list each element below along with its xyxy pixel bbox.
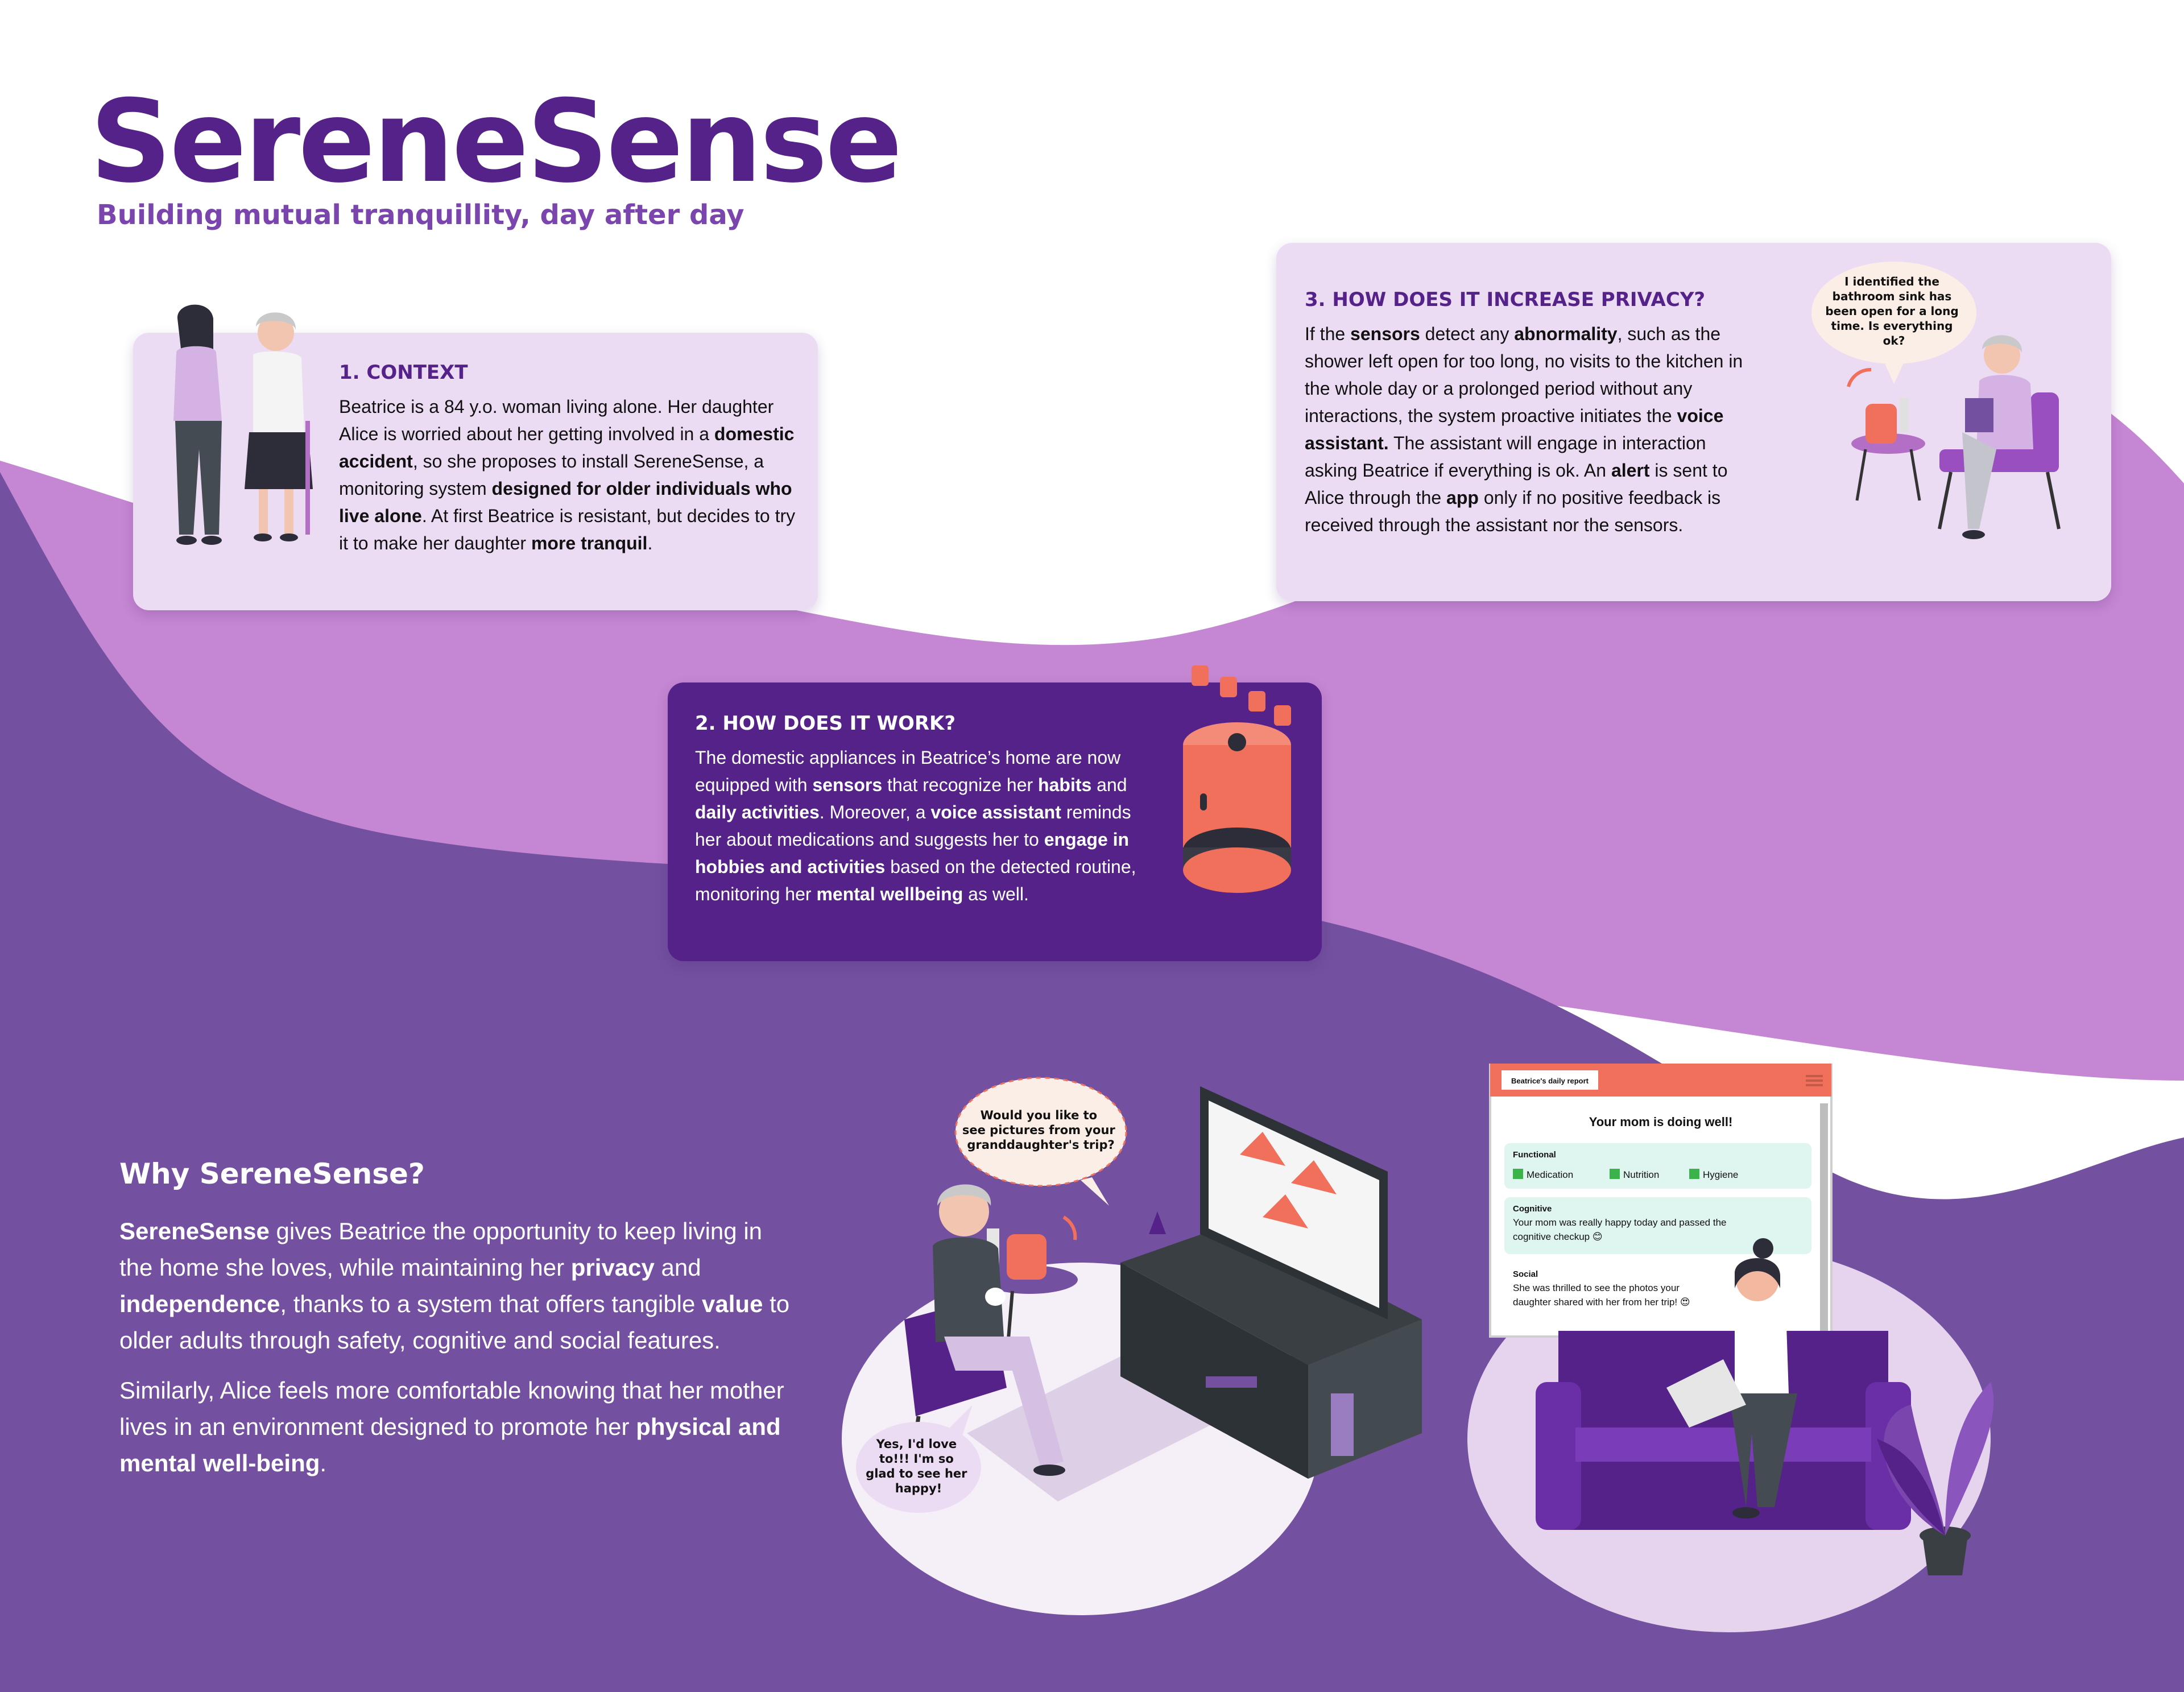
beatrice-speech-bubble: [856, 1422, 981, 1513]
beatrice-bubble-line: glad to see her: [866, 1467, 967, 1480]
microphone-icon: [1200, 793, 1207, 810]
body-text: If the: [1305, 324, 1351, 344]
assistant-bubble-line: granddaughter's trip?: [967, 1138, 1114, 1152]
check-icon: [1610, 1169, 1620, 1179]
cognitive-text: cognitive checkup 😊: [1513, 1231, 1603, 1242]
body-text: .: [320, 1450, 327, 1476]
daily-report-window: Beatrice's daily report Your mom is doin…: [1489, 1064, 1833, 1338]
smart-speaker-illustration: [1183, 665, 1291, 893]
body-text: reminds her about medications and sugges…: [695, 802, 1131, 850]
privacy-bubble-line: I identified the: [1844, 275, 1939, 288]
why-section: Why SereneSense? SereneSense gives Beatr…: [119, 1157, 802, 1495]
emphasis-text: independence: [119, 1290, 280, 1317]
emphasis-text: designed for older individuals who live …: [339, 478, 792, 526]
how-it-works-body: The domestic appliances in Beatrice’s ho…: [695, 744, 1150, 908]
emphasis-text: physical and mental well-being: [119, 1413, 781, 1476]
emphasis-text: mental wellbeing: [816, 884, 963, 904]
alert-icon: [1274, 705, 1291, 726]
emphasis-text: abnormality: [1514, 324, 1618, 344]
report-tab[interactable]: Beatrice's daily report: [1511, 1077, 1589, 1085]
check-icon: [1513, 1169, 1523, 1179]
body-text: The assistant will engage in interaction…: [1305, 433, 1706, 481]
body-text: Beatrice is a 84 y.o. woman living alone…: [339, 396, 774, 444]
emphasis-text: daily activities: [695, 802, 820, 822]
context-body: Beatrice is a 84 y.o. woman living alone…: [339, 393, 805, 557]
assistant-bubble-line: see pictures from your: [962, 1123, 1116, 1137]
emphasis-text: alert: [1611, 460, 1650, 481]
assistant-speech-bubble: [954, 1077, 1127, 1187]
check-icon: [1689, 1169, 1699, 1179]
notification-icon: [1192, 665, 1209, 686]
body-text: , thanks to a system that offers tangibl…: [280, 1290, 702, 1317]
report-headline: Your mom is doing well!: [1589, 1115, 1733, 1129]
body-text: Similarly, Alice feels more comfortable …: [119, 1377, 784, 1440]
emphasis-text: voice assistant: [930, 802, 1061, 822]
body-text: only if no positive feedback is received…: [1305, 487, 1721, 535]
privacy-bubble-line: bathroom sink has: [1833, 289, 1952, 303]
alice-sofa-scene: Beatrice's daily report Your mom is doin…: [1489, 1064, 1994, 1575]
privacy-bubble-line: time. Is everything: [1831, 319, 1953, 333]
location-icon: [1248, 691, 1265, 711]
emphasis-text: voice assistant.: [1305, 406, 1724, 453]
functional-item: Hygiene: [1703, 1169, 1738, 1180]
body-text: and: [654, 1254, 701, 1281]
svg-text:Yes, I'd love to!!! I'm so: Yes, I'd love to!!! I'm so glad to see h…: [866, 1437, 971, 1495]
body-text: and: [1091, 775, 1127, 795]
page-title: SereneSense: [90, 76, 903, 208]
social-label: Social: [1513, 1269, 1538, 1279]
speech-bubble: [1811, 262, 1976, 364]
cognitive-label: Cognitive: [1513, 1204, 1552, 1214]
social-text: daughter shared with her from her trip! …: [1513, 1297, 1690, 1308]
emphasis-text: value: [702, 1290, 763, 1317]
why-paragraph-2: Similarly, Alice feels more comfortable …: [119, 1372, 802, 1482]
emphasis-text: SereneSense: [119, 1218, 270, 1244]
context-heading: 1. CONTEXT: [339, 361, 468, 384]
body-text: , so she proposes to install SereneSense…: [339, 451, 764, 499]
emphasis-text: sensors: [812, 775, 883, 795]
beatrice-bubble-line: Yes, I'd love: [876, 1437, 957, 1451]
emphasis-text: habits: [1038, 775, 1092, 795]
body-text: .: [647, 533, 653, 553]
privacy-body: If the sensors detect any abnormality, s…: [1305, 320, 1760, 539]
body-text: , such as the shower left open for too l…: [1305, 324, 1743, 426]
body-text: that recognize her: [882, 775, 1039, 795]
emphasis-text: engage in hobbies and activities: [695, 829, 1130, 877]
social-text: She was thrilled to see the photos your: [1513, 1283, 1680, 1293]
emphasis-text: sensors: [1350, 324, 1420, 344]
alice-beatrice-illustration: [173, 304, 313, 545]
functional-item: Medication: [1527, 1169, 1573, 1180]
why-heading: Why SereneSense?: [119, 1157, 425, 1190]
beatrice-bubble-line: to!!! I'm so: [879, 1452, 954, 1466]
functional-label: Functional: [1513, 1150, 1556, 1160]
body-text: . At first Beatrice is resistant, but de…: [339, 506, 796, 553]
emphasis-text: more tranquil: [531, 533, 648, 553]
body-text: based on the detected routine, monitorin…: [695, 857, 1136, 904]
cognitive-text: Your mom was really happy today and pass…: [1513, 1217, 1727, 1228]
emphasis-text: privacy: [570, 1254, 655, 1281]
privacy-bubble-line: ok?: [1883, 334, 1905, 347]
body-text: gives Beatrice the opportunity to keep l…: [119, 1218, 763, 1281]
beatrice-reading-illustration: I identified the bathroom sink has been …: [1811, 262, 2061, 539]
beatrice-bubble-line: happy!: [895, 1482, 942, 1495]
menu-icon: [1806, 1075, 1823, 1077]
body-text: detect any: [1420, 324, 1515, 344]
body-text: The domestic appliances in Beatrice’s ho…: [695, 747, 1121, 795]
why-paragraph-1: SereneSense gives Beatrice the opportuni…: [119, 1213, 802, 1359]
wifi-icon: [1220, 677, 1237, 697]
emphasis-text: app: [1446, 487, 1479, 508]
svg-text:I identified the bathroom: I identified the bathroom sink has been …: [1825, 275, 1962, 347]
assistant-bubble-line: Would you like to: [981, 1108, 1098, 1122]
body-text: . Moreover, a: [819, 802, 931, 822]
page-subtitle: Building mutual tranquillity, day after …: [97, 199, 744, 231]
body-text: to older adults through safety, cognitiv…: [119, 1290, 790, 1354]
body-text: as well.: [963, 884, 1029, 904]
svg-text:Would you like to see pict: Would you like to see pictures from your…: [962, 1108, 1119, 1152]
privacy-heading: 3. HOW DOES IT INCREASE PRIVACY?: [1305, 288, 1706, 311]
how-it-works-heading: 2. HOW DOES IT WORK?: [695, 712, 956, 735]
emphasis-text: domestic accident: [339, 424, 795, 471]
body-text: is sent to Alice through the: [1305, 460, 1728, 508]
privacy-bubble-line: been open for a long: [1825, 304, 1958, 318]
living-room-scene: Would you like to see pictures from your…: [856, 1077, 1422, 1513]
functional-item: Nutrition: [1623, 1169, 1659, 1180]
